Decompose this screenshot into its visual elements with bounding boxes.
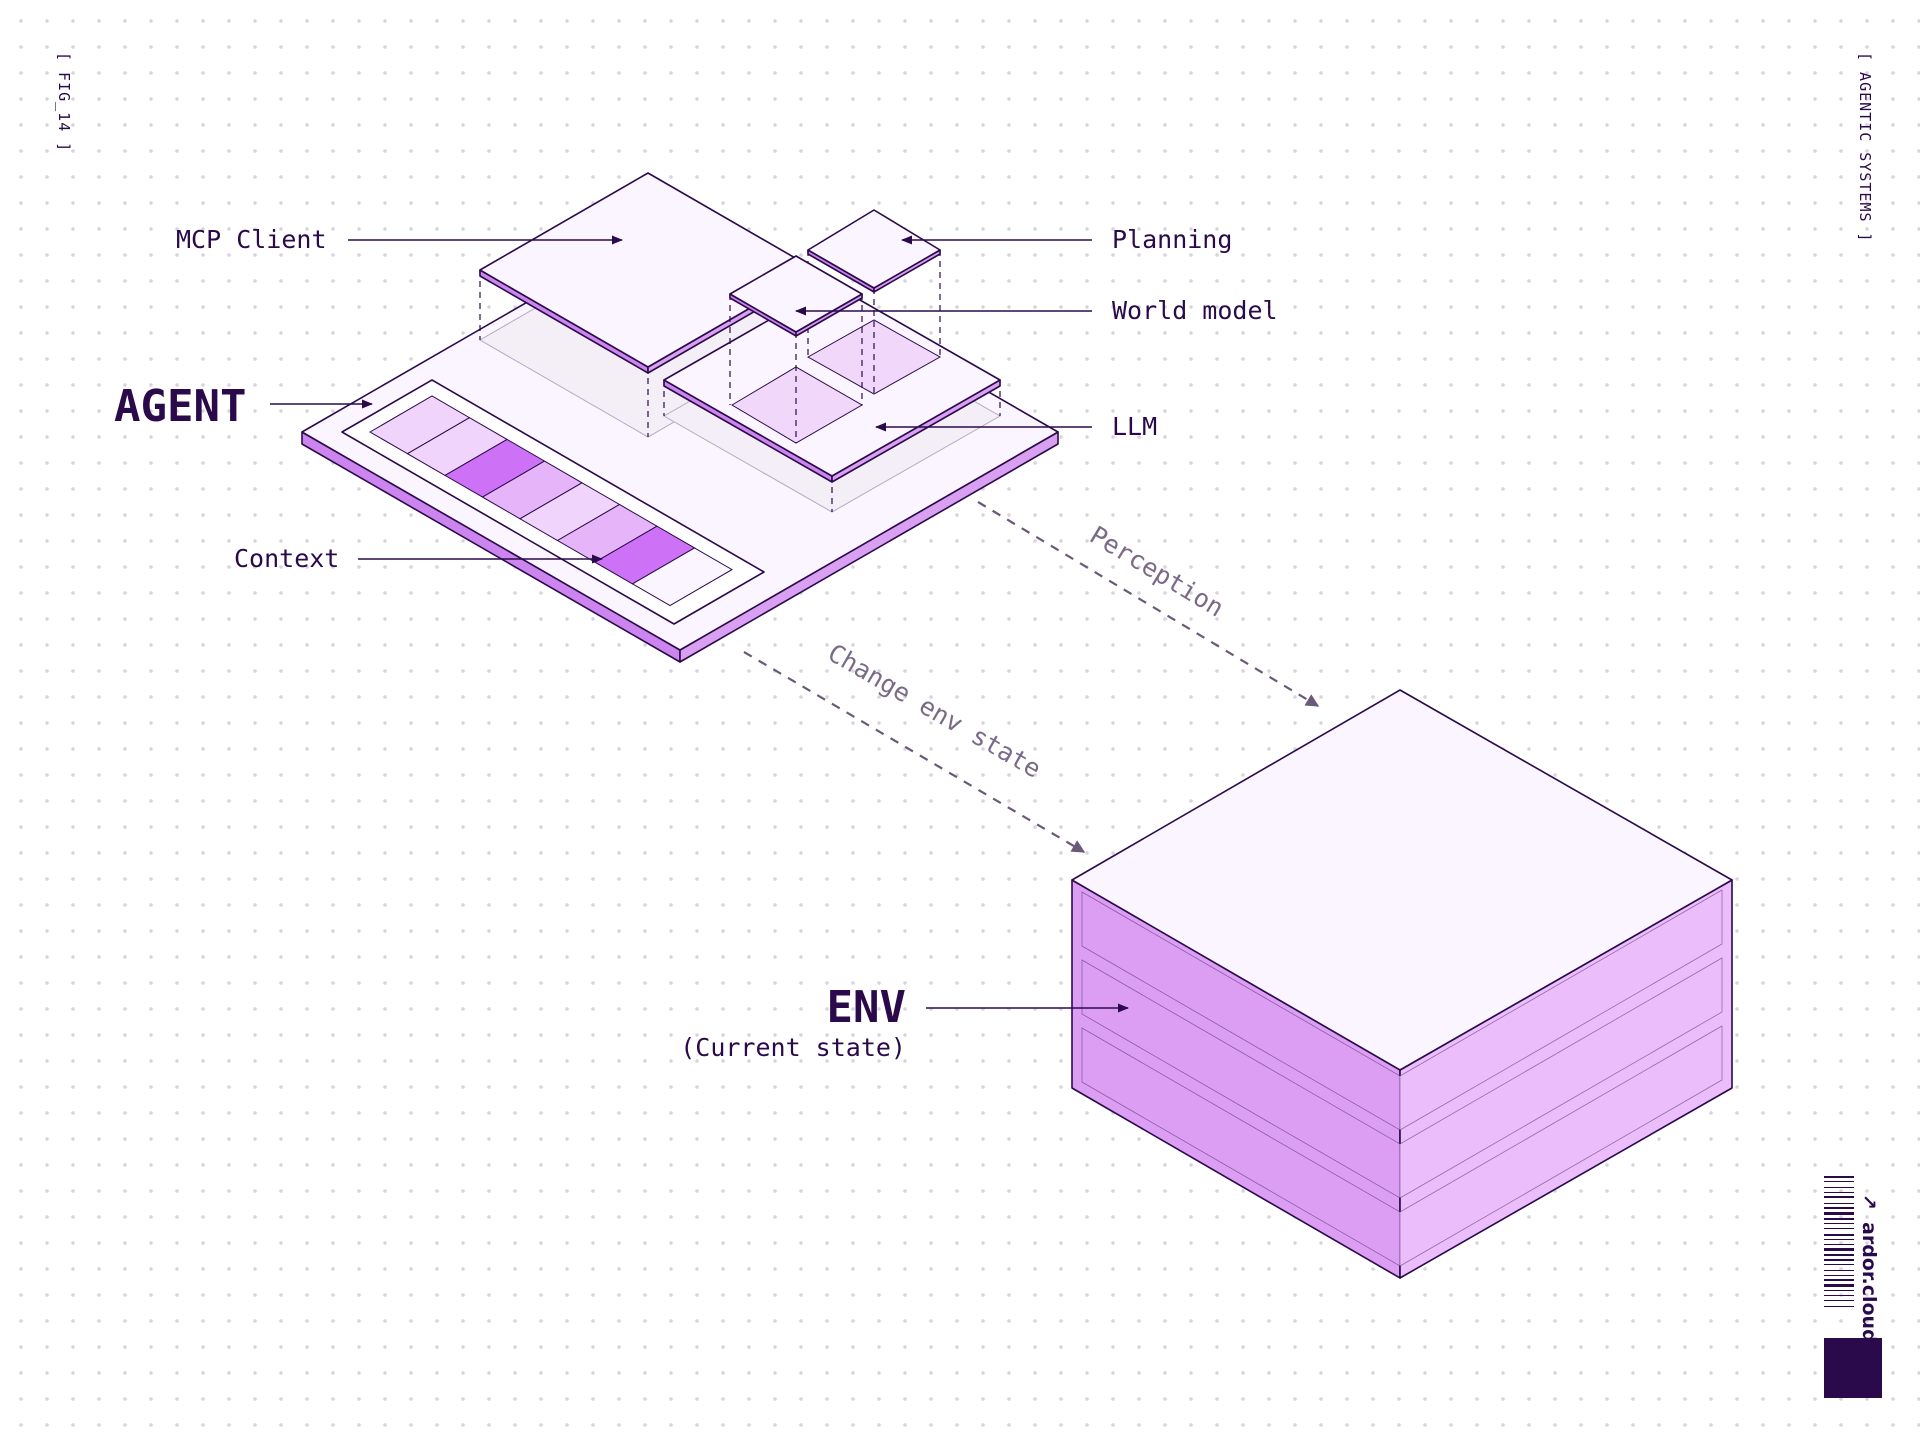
barcode-bar	[1824, 1212, 1854, 1215]
perception-arrow	[977, 501, 1320, 707]
series-tag: [ AGENTIC SYSTEMS ]	[1856, 52, 1874, 243]
barcode-bar	[1824, 1264, 1854, 1265]
env-layer-panel	[1399, 957, 1723, 1199]
perception-label: Perception	[1085, 520, 1229, 622]
barcode-bar	[1824, 1248, 1854, 1251]
change-env-state-label: Change env state	[823, 638, 1046, 784]
env-callout: ENV (Current state)	[680, 982, 1130, 1062]
mcp-client-label: MCP Client	[176, 225, 327, 254]
barcode-bar	[1824, 1234, 1854, 1236]
barcode-bar	[1824, 1196, 1854, 1198]
brand-logo-block	[1824, 1338, 1882, 1398]
barcode-bar	[1824, 1203, 1854, 1204]
env-title: ENV	[827, 982, 906, 1033]
barcode-bar	[1824, 1207, 1854, 1209]
barcode-bar	[1824, 1228, 1854, 1229]
barcode-bar	[1824, 1254, 1854, 1256]
barcode-bar	[1824, 1259, 1854, 1261]
context-label: Context	[234, 544, 339, 573]
world-model-label: World model	[1112, 296, 1278, 325]
barcode-bar	[1824, 1181, 1854, 1182]
barcode-bar	[1824, 1270, 1854, 1271]
agent-callout: AGENT	[114, 381, 374, 432]
context-window	[341, 379, 765, 625]
llm-callout: LLM	[874, 412, 1157, 441]
barcode-bar	[1824, 1295, 1854, 1296]
agent-title: AGENT	[114, 381, 246, 432]
barcode-bar	[1824, 1300, 1854, 1301]
barcode-bar	[1824, 1192, 1854, 1193]
llm-label: LLM	[1112, 412, 1157, 441]
change-env-arrow	[743, 651, 1086, 853]
barcode-bar	[1824, 1290, 1854, 1291]
barcode-bar	[1824, 1239, 1854, 1240]
world-model-callout: World model	[794, 296, 1278, 325]
brand-name: ardor.cloud	[1858, 1222, 1880, 1343]
barcode-bar	[1824, 1284, 1854, 1287]
context-callout: Context	[234, 544, 604, 573]
arrow-up-right-icon: ↗	[1858, 1194, 1880, 1210]
mcp-client-plate	[479, 172, 817, 437]
barcode-bar	[1824, 1275, 1854, 1276]
figure-tag: [ FIG_14 ]	[55, 52, 73, 152]
planning-callout: Planning	[900, 225, 1232, 254]
env-layer-panel	[1399, 889, 1723, 1131]
barcode-bar	[1824, 1187, 1854, 1188]
env-subtitle: (Current state)	[680, 1033, 906, 1062]
barcode-bar	[1824, 1306, 1854, 1307]
world-model-plate	[729, 255, 863, 443]
brand-block: ↗ ardor.cloud	[1824, 1176, 1882, 1398]
mcp-client-callout: MCP Client	[176, 225, 624, 254]
barcode-bar	[1824, 1176, 1854, 1178]
barcode-bar	[1824, 1223, 1854, 1224]
barcode-bar	[1824, 1218, 1854, 1220]
barcode-bar	[1824, 1244, 1854, 1245]
llm-plate	[663, 283, 1001, 512]
barcode-bar	[1824, 1279, 1854, 1281]
planning-plate	[807, 209, 941, 394]
barcode-icon	[1824, 1176, 1854, 1307]
context-cell	[631, 547, 733, 607]
env-layer-panel	[1399, 1025, 1723, 1267]
env-cube	[1071, 689, 1733, 1279]
planning-label: Planning	[1112, 225, 1232, 254]
